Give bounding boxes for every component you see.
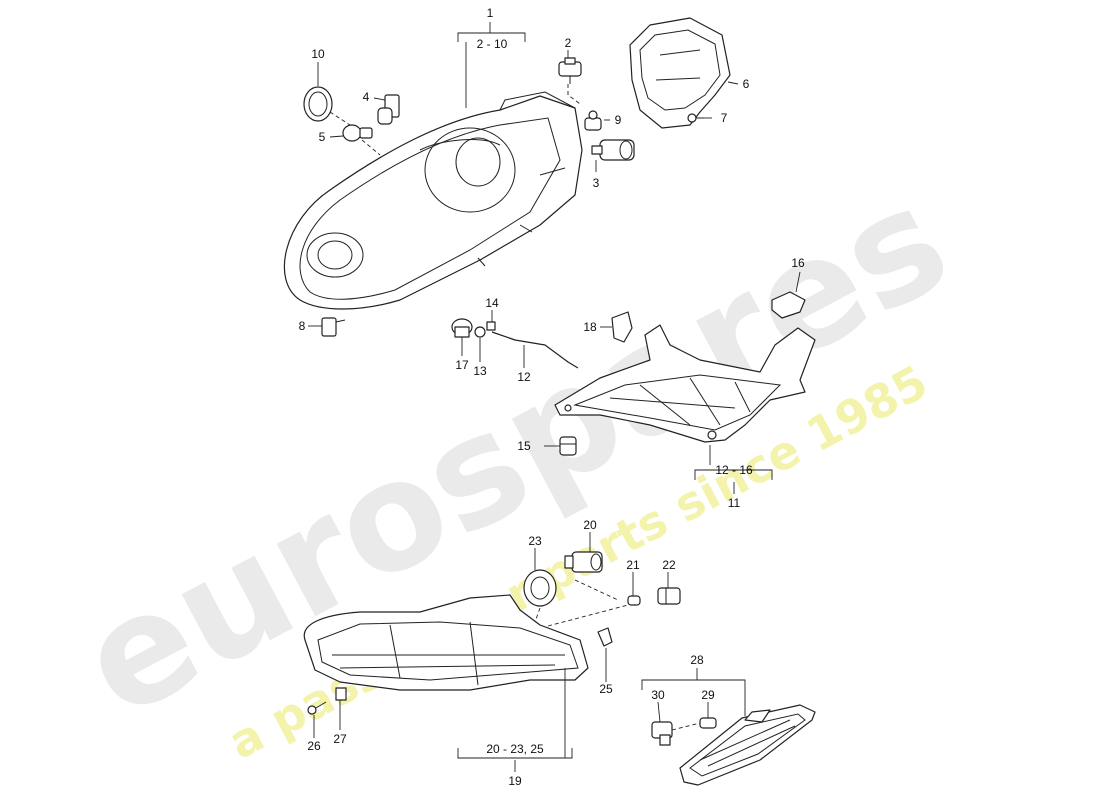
callout-7: 7 — [721, 111, 728, 125]
nut-14 — [486, 321, 496, 331]
callout-12: 12 — [517, 370, 531, 384]
callout-9: 9 — [615, 113, 622, 127]
bushing-15 — [559, 436, 577, 456]
callout-3: 3 — [593, 176, 600, 190]
callout-2: 2 — [565, 36, 572, 50]
callout-19: 19 — [508, 774, 522, 788]
ring-10 — [303, 86, 333, 122]
clip-25 — [597, 627, 613, 647]
callout-6: 6 — [743, 77, 750, 91]
callout-4: 4 — [363, 90, 370, 104]
callout-27: 27 — [333, 732, 347, 746]
callout-25: 25 — [599, 682, 613, 696]
callout-16: 16 — [791, 256, 805, 270]
callout-13: 13 — [473, 364, 487, 378]
callout-26: 26 — [307, 739, 321, 753]
adjuster-8 — [321, 317, 346, 337]
callout-18: 18 — [583, 320, 597, 334]
callout-28: 28 — [690, 653, 704, 667]
holder-4 — [377, 94, 400, 125]
bulb-29 — [699, 717, 717, 729]
callout-29: 29 — [701, 688, 715, 702]
housing-cover-6 — [629, 17, 731, 129]
callout-17: 17 — [455, 358, 469, 372]
bulb-2 — [558, 57, 582, 84]
side-marker-assembly — [679, 704, 816, 786]
bulb-20 — [564, 551, 603, 573]
headlight-assembly — [283, 91, 583, 310]
callout-8: 8 — [299, 319, 306, 333]
callout-14: 14 — [485, 296, 499, 310]
socket-30 — [651, 721, 673, 746]
gasket-23 — [523, 569, 557, 607]
callout-20: 20 — [583, 518, 597, 532]
callout-23: 23 — [528, 534, 542, 548]
callout-1-range: 2 - 10 — [477, 37, 508, 51]
callout-labels: 1 2 - 10 2 3 4 5 6 7 8 9 10 11 12 - 16 1… — [299, 6, 805, 788]
screw-26 — [307, 701, 327, 715]
socket-22 — [657, 587, 681, 605]
callout-15: 15 — [517, 439, 531, 453]
leader-lines-bracket — [461, 271, 801, 494]
clip-27 — [335, 687, 347, 701]
callout-10: 10 — [311, 47, 325, 61]
clip-16 — [771, 291, 806, 319]
bracket-18 — [611, 311, 633, 343]
bulb-5 — [342, 124, 373, 142]
bracket-carrier — [554, 324, 816, 443]
callout-11-range: 12 - 16 — [715, 463, 753, 477]
indicator-light-assembly — [303, 594, 589, 691]
bulb-3 — [591, 139, 635, 161]
leader-lines-side-marker — [641, 668, 746, 731]
callout-21: 21 — [626, 558, 640, 572]
screw-7 — [687, 113, 704, 123]
leader-lines-indicator — [313, 532, 669, 772]
clip-13 — [474, 326, 486, 338]
callout-22: 22 — [662, 558, 676, 572]
callout-1: 1 — [487, 6, 494, 20]
callout-19-range: 20 - 23, 25 — [486, 742, 544, 756]
callout-30: 30 — [651, 688, 665, 702]
callout-5: 5 — [319, 130, 326, 144]
leader-lines-headlight — [308, 22, 739, 327]
rod-12 — [491, 331, 579, 369]
grommet-17 — [451, 318, 473, 338]
callout-11: 11 — [728, 496, 741, 510]
socket-9 — [584, 110, 602, 131]
bulb-21 — [627, 595, 641, 606]
